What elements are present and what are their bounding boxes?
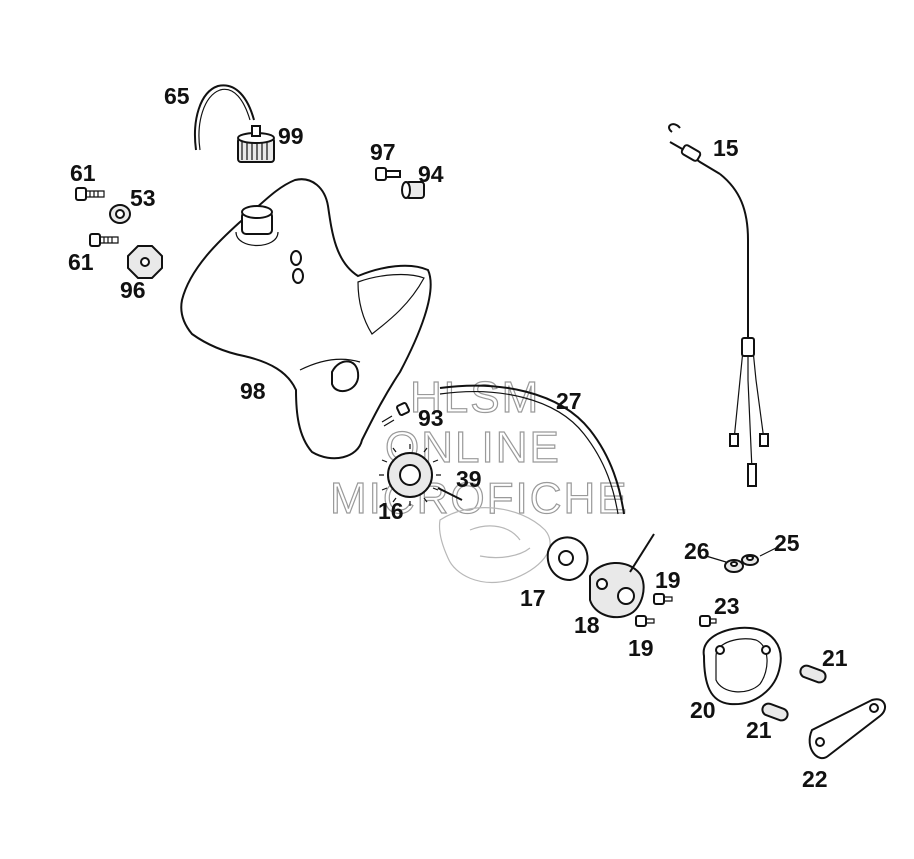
nut-96 <box>127 245 163 279</box>
screw-93 <box>381 402 410 427</box>
callout-16: 16 <box>378 498 404 524</box>
callout-17: 17 <box>520 585 546 611</box>
callout-19-lower: 19 <box>628 635 654 661</box>
washer-25 <box>741 554 759 566</box>
pin-39 <box>437 487 463 501</box>
callout-96: 96 <box>120 277 146 303</box>
callout-labels: 65 99 97 94 15 61 53 61 96 98 27 93 39 1… <box>68 83 848 792</box>
callout-61-upper: 61 <box>70 160 96 186</box>
screw-19-upper <box>653 593 673 605</box>
callout-94: 94 <box>418 161 444 187</box>
callout-22: 22 <box>802 766 828 792</box>
callout-21-upper: 21 <box>822 645 848 671</box>
bolt-61-upper <box>75 187 105 201</box>
tank-cap <box>237 125 275 163</box>
callout-93: 93 <box>418 405 444 431</box>
callout-65: 65 <box>164 83 190 109</box>
throttle-cable-15 <box>668 123 769 487</box>
watermark-line-3: MICROFICHE <box>330 474 629 523</box>
screw-23 <box>699 615 717 627</box>
breather-hose <box>194 84 255 151</box>
bolt-97 <box>375 167 401 181</box>
callout-15: 15 <box>713 135 739 161</box>
callout-23: 23 <box>714 593 740 619</box>
nut-26 <box>724 559 744 573</box>
leader-26 <box>705 555 727 563</box>
engine-casing-outline <box>438 507 551 584</box>
pump-cover-20 <box>702 626 782 706</box>
watermark: HLSM ONLINE MICROFICHE <box>329 372 629 523</box>
callout-26: 26 <box>684 538 710 564</box>
bolt-61-lower <box>89 233 119 247</box>
callout-21-lower: 21 <box>746 717 772 743</box>
callout-97: 97 <box>370 139 396 165</box>
screw-19-lower <box>635 615 655 627</box>
oil-pump-18 <box>589 533 655 619</box>
washer-53 <box>109 204 131 224</box>
oil-hose-inner <box>439 391 619 515</box>
callout-98: 98 <box>240 378 266 404</box>
cover-plate-22 <box>808 698 887 759</box>
callout-53: 53 <box>130 185 156 211</box>
bushing-94 <box>401 181 425 199</box>
pump-gear-16 <box>379 444 441 506</box>
callout-20: 20 <box>690 697 716 723</box>
gasket-17 <box>546 536 589 582</box>
leader-25 <box>759 547 777 557</box>
callout-61-lower: 61 <box>68 249 94 275</box>
callout-25: 25 <box>774 530 800 556</box>
callout-39: 39 <box>456 466 482 492</box>
watermark-line-1: HLSM <box>410 373 540 422</box>
callout-18: 18 <box>574 612 600 638</box>
callout-27: 27 <box>556 388 582 414</box>
oil-hose <box>439 384 625 515</box>
callout-99: 99 <box>278 123 304 149</box>
pin-21-lower <box>761 702 789 722</box>
fuel-tank <box>180 178 432 460</box>
pin-21-upper <box>799 664 827 684</box>
breather-hose-inner <box>198 88 251 151</box>
callout-19-upper: 19 <box>655 567 681 593</box>
